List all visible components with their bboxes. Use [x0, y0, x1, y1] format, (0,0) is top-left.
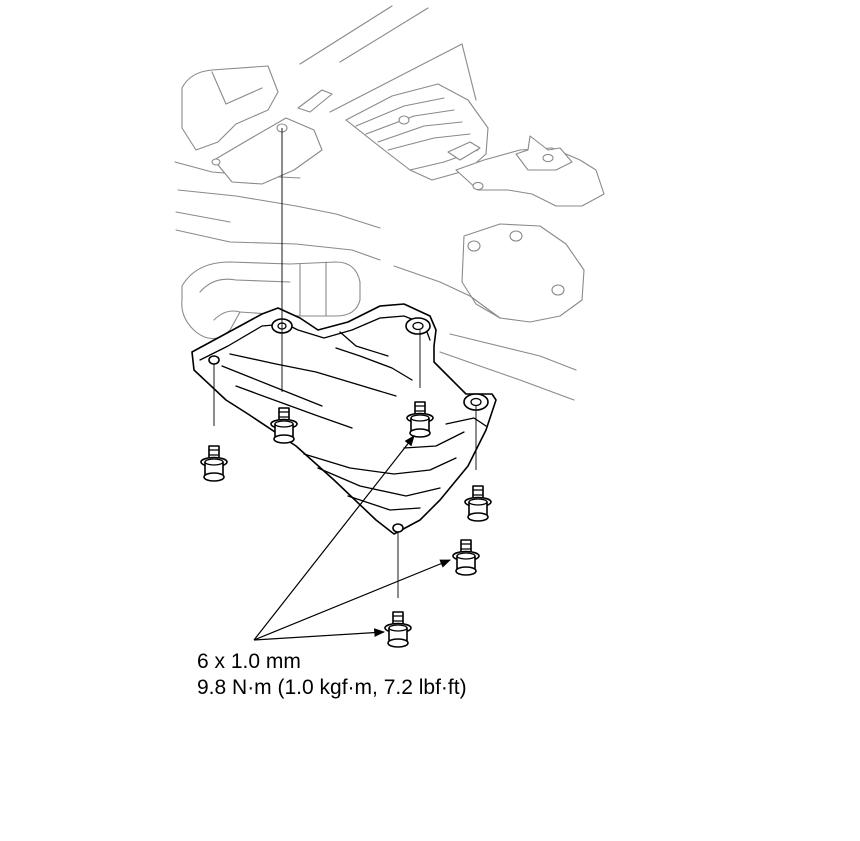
bolt-5 — [452, 539, 480, 576]
bolt-size-label: 6 x 1.0 mm — [197, 650, 301, 673]
splash-shield — [191, 303, 497, 535]
bolt-1 — [200, 445, 228, 482]
callout-leaders — [253, 435, 451, 641]
torque-spec-label: 9.8 N·m (1.0 kgf·m, 7.2 lbf·ft) — [197, 676, 467, 699]
vehicle-underbody — [174, 5, 605, 401]
bolt-4 — [464, 485, 492, 522]
bolt-6 — [384, 611, 412, 648]
bolt-guide-lines — [213, 128, 477, 598]
